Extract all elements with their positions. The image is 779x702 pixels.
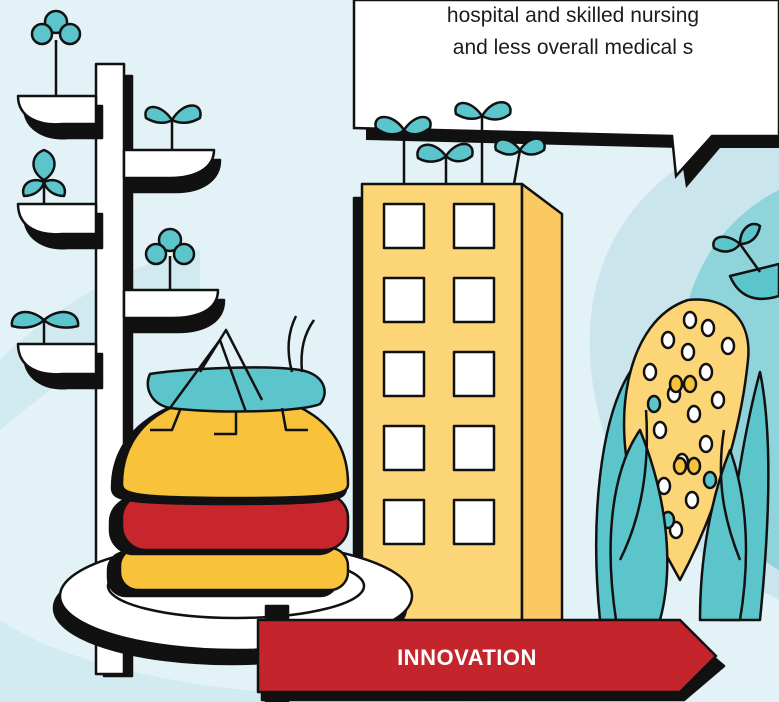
signpost bbox=[256, 604, 726, 702]
rooftop-sprouts bbox=[374, 101, 546, 185]
tower-plants bbox=[10, 9, 202, 344]
burger bbox=[106, 392, 350, 598]
grasshopper bbox=[146, 315, 326, 436]
innovation-sign-label: INNOVATION bbox=[397, 645, 537, 670]
right-pot-plant bbox=[712, 222, 779, 301]
bubble-line-2: and less overall medical s bbox=[452, 36, 694, 59]
speech-bubble-text: hospital and skilled nursing and less ov… bbox=[358, 0, 779, 64]
bubble-line-1: hospital and skilled nursing bbox=[446, 4, 700, 27]
corn-plant bbox=[595, 298, 770, 622]
speech-bubble bbox=[352, 0, 779, 188]
building bbox=[352, 182, 564, 628]
